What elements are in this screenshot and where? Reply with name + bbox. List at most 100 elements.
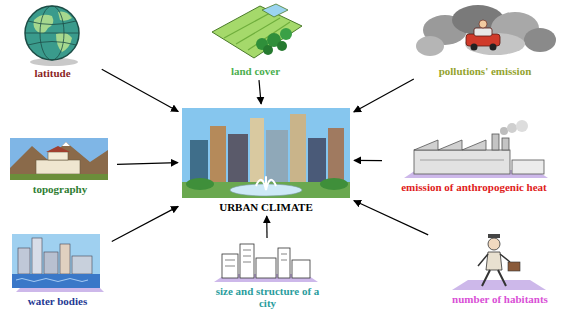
city-illustration-part (308, 138, 326, 186)
topography-icon-part (36, 160, 80, 174)
factor-node: water bodies (5, 232, 110, 308)
influence-arrow (354, 79, 414, 112)
factor-node: pollutions' emission (400, 2, 570, 78)
factor-node: topography (5, 136, 115, 196)
pollution-icon-part (490, 44, 497, 51)
city-illustration-part (266, 130, 288, 186)
topography-icon-part (10, 138, 108, 180)
factor-label: pollutions' emission (400, 64, 570, 78)
city-structure-icon-part (240, 244, 254, 278)
city-illustration-part (228, 134, 248, 186)
globe-icon-part (25, 6, 79, 60)
city-illustration-part (290, 114, 306, 186)
pollution-icon-part (479, 20, 487, 28)
land-cover-icon-part (224, 13, 270, 38)
topography-icon-part (10, 142, 108, 180)
city-illustration-part (250, 118, 264, 186)
pollution-icon (416, 5, 556, 56)
land-cover-icon-part (262, 4, 288, 17)
factory-icon-part (516, 120, 528, 132)
central-node: URBAN CLIMATE (180, 106, 352, 214)
influence-arrow (266, 216, 267, 238)
city-illustration-part (210, 126, 226, 186)
water-bodies-icon-part (12, 274, 100, 288)
factor-node: number of habitants (430, 230, 570, 306)
factory-icon-part (492, 134, 499, 150)
person-icon-part (486, 252, 502, 270)
city-illustration-part (182, 108, 350, 198)
factory-icon-part (500, 127, 508, 135)
factor-label: size and structure of a city (211, 284, 325, 310)
person-icon-part (488, 234, 500, 238)
city-structure-icon-part (256, 258, 276, 278)
factor-label: topography (5, 182, 115, 196)
water-bodies-icon-part (72, 256, 92, 274)
water-bodies-icon-part (12, 234, 100, 288)
topography-icon-part (10, 174, 108, 180)
topography-icon-part (48, 152, 68, 160)
city-structure-icon-part (292, 260, 310, 278)
factor-label: number of habitants (430, 292, 570, 306)
factory-icon-part (512, 160, 544, 174)
globe-icon-part (28, 21, 76, 45)
globe-icon-part (25, 33, 79, 34)
influence-arrow (354, 201, 428, 235)
influence-arrow (354, 160, 382, 161)
city-structure-icon-part (278, 248, 290, 278)
water-bodies-icon (12, 234, 104, 292)
pollution-icon-part (524, 28, 556, 52)
water-bodies-icon-part (44, 252, 58, 274)
topography-icon (10, 138, 108, 180)
person-icon-part (488, 238, 500, 250)
factory-icon-part (502, 138, 509, 150)
factor-node: latitude (5, 4, 100, 80)
factor-label: latitude (5, 66, 100, 80)
pollution-icon-part (465, 33, 525, 55)
factory-icon-part (420, 160, 504, 161)
factory-icon-part (507, 123, 517, 133)
city-illustration (182, 108, 350, 198)
land-cover-icon-part (263, 45, 273, 55)
city-structure-icon-part (225, 250, 287, 266)
land-cover-icon-part (280, 28, 292, 40)
influence-arrow (117, 163, 178, 165)
city-structure-icon (214, 244, 318, 282)
factor-node: emission of anthropogenic heat (384, 128, 564, 194)
pollution-icon-part (474, 28, 492, 36)
water-bodies-icon-part (60, 244, 70, 274)
influence-arrow (259, 80, 261, 104)
city-illustration-part (256, 177, 276, 190)
city-illustration-part (186, 178, 214, 190)
factor-label: land cover (208, 64, 303, 78)
pollution-icon-part (471, 44, 478, 51)
pollution-icon-part (416, 36, 444, 56)
topography-icon-part (46, 146, 70, 152)
factor-label: emission of anthropogenic heat (397, 180, 551, 194)
water-bodies-icon-part (16, 279, 88, 282)
water-bodies-icon-part (18, 248, 30, 274)
person-icon-part (508, 262, 520, 271)
factor-node: land cover (208, 2, 303, 78)
person-icon-part (478, 254, 510, 266)
land-cover-icon-part (212, 6, 302, 58)
factory-icon-part (414, 150, 510, 174)
topography-icon-part (62, 142, 70, 146)
factory-icon (404, 120, 548, 178)
water-bodies-icon-part (32, 238, 42, 274)
city-illustration-part (320, 178, 348, 190)
person-icon-part (452, 280, 546, 290)
factor-label: URBAN CLIMATE (180, 200, 352, 214)
land-cover-icon-part (277, 41, 287, 51)
influence-arrow (102, 69, 179, 111)
factor-label: water bodies (5, 294, 110, 308)
influence-arrow (112, 206, 178, 241)
factor-node: size and structure of a city (205, 240, 330, 310)
globe-icon (25, 6, 79, 66)
city-illustration-part (328, 128, 344, 186)
person-icon (452, 234, 546, 290)
person-icon-part (482, 270, 506, 286)
land-cover-icon (212, 4, 302, 58)
